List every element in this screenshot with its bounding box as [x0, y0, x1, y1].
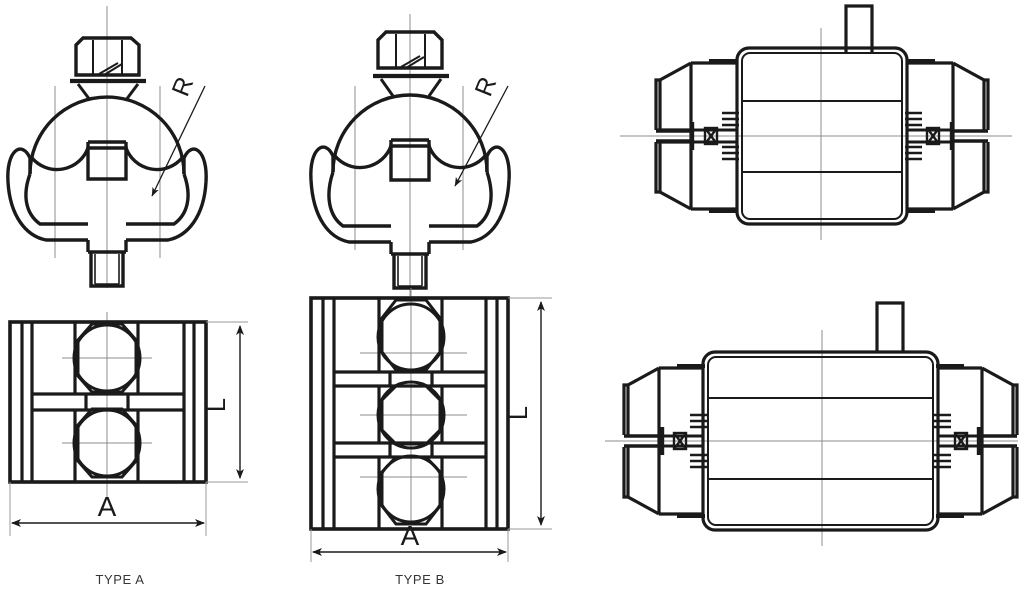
circle-bore-3-b [376, 454, 446, 524]
centre-web-a [86, 140, 128, 181]
centre-web-a-plan [84, 394, 130, 410]
hook-arm-right-a [126, 147, 208, 242]
cable-pocket-lower-a [32, 408, 184, 482]
bolt-thread-mark-b [400, 55, 425, 69]
view-type-b-plan: L A [309, 288, 552, 562]
witness-lines-b [310, 297, 552, 562]
bottom-stud-a [88, 250, 126, 288]
view-type-a-front: R [6, 6, 208, 288]
outer-frame-a [8, 320, 208, 484]
end-cone-left-lower [622, 366, 660, 516]
caption-type-b: TYPE B [395, 572, 445, 587]
hex-bolt-head-b [376, 30, 444, 70]
saddle-dome-a [28, 95, 186, 175]
radius-label-b: R [470, 73, 503, 100]
radius-label-a: R [167, 73, 200, 100]
hex-bolt-head-a [74, 36, 141, 77]
hex-bolt-facets-b [395, 34, 426, 67]
bolt-thread-mark-a [98, 62, 123, 76]
centre-web-b [389, 138, 431, 182]
side-rails-a [20, 322, 196, 482]
nut-right-lower [953, 431, 969, 451]
base-plate-b [389, 242, 431, 254]
nut-left-upper [703, 126, 719, 146]
width-label-a: A [98, 491, 117, 522]
view-assembly-lower [605, 301, 1019, 546]
base-plate-a [86, 240, 128, 252]
width-label-b: A [401, 520, 420, 551]
cable-seats-upper-b [333, 145, 487, 170]
length-label-a: L [203, 398, 231, 412]
view-assembly-upper [620, 4, 1012, 240]
hook-arm-left-a [6, 147, 88, 242]
end-cone-right-bar-lower [982, 434, 1017, 448]
witness-lines-a [9, 321, 248, 536]
nut-left-lower [672, 431, 688, 451]
bottom-stud-b [391, 252, 429, 290]
hex-bolt-facets-a [92, 40, 123, 74]
caption-type-a: TYPE A [95, 572, 145, 587]
vent-stub-lower [875, 301, 905, 352]
end-cone-right-bar-upper [953, 129, 988, 143]
body-inner-outline-upper [741, 52, 903, 220]
thread-pack-left-upper [722, 111, 739, 161]
thread-pack-right-upper [905, 111, 922, 161]
centre-axes-assembly-upper [620, 28, 1012, 240]
nut-right-upper [925, 126, 941, 146]
end-cone-left-bar-upper [656, 129, 691, 143]
radius-leader-a [151, 85, 206, 197]
radius-leader-b [454, 85, 509, 187]
clamp-flange-left-upper [709, 59, 737, 213]
cable-pocket-divider-1-b [334, 370, 486, 388]
circle-bore-upper-a [72, 323, 142, 393]
vent-stub-upper [844, 4, 874, 54]
washer-taper-a [76, 83, 140, 101]
clamp-flange-right-lower [936, 364, 964, 518]
view-type-a-plan: L A [8, 312, 248, 536]
hook-arm-right-b [429, 145, 511, 244]
cable-seats-upper-a [30, 147, 184, 172]
body-ribs-upper [742, 100, 902, 173]
clamp-flange-right-upper [907, 59, 935, 213]
view-type-b-front: R [309, 14, 511, 296]
body-inner-outline-lower [707, 356, 934, 526]
saddle-dome-b [331, 93, 489, 173]
length-label-b: L [505, 406, 533, 420]
body-ribs-lower [708, 397, 933, 480]
hook-arm-left-b [309, 145, 391, 244]
bottom-stud-thread-b [397, 256, 423, 287]
body-outline-lower [701, 350, 940, 532]
bottom-stud-thread-a [94, 254, 120, 285]
side-rails-b [321, 298, 499, 529]
centre-lines-b-plan [360, 288, 467, 522]
end-cone-right-lower [981, 366, 1019, 516]
thread-pack-right-lower [934, 413, 951, 469]
body-outline-upper [735, 46, 909, 226]
end-cone-right-upper [952, 61, 990, 211]
end-cone-left-bar-lower [624, 434, 659, 448]
clamp-flange-left-lower [677, 364, 705, 518]
outer-frame-b [309, 296, 510, 531]
thread-pack-left-lower [690, 413, 707, 469]
circle-bore-lower-a [72, 408, 142, 478]
washer-taper-b [379, 78, 443, 97]
circle-bore-1-b [376, 302, 446, 372]
circle-bore-2-b [376, 380, 446, 450]
